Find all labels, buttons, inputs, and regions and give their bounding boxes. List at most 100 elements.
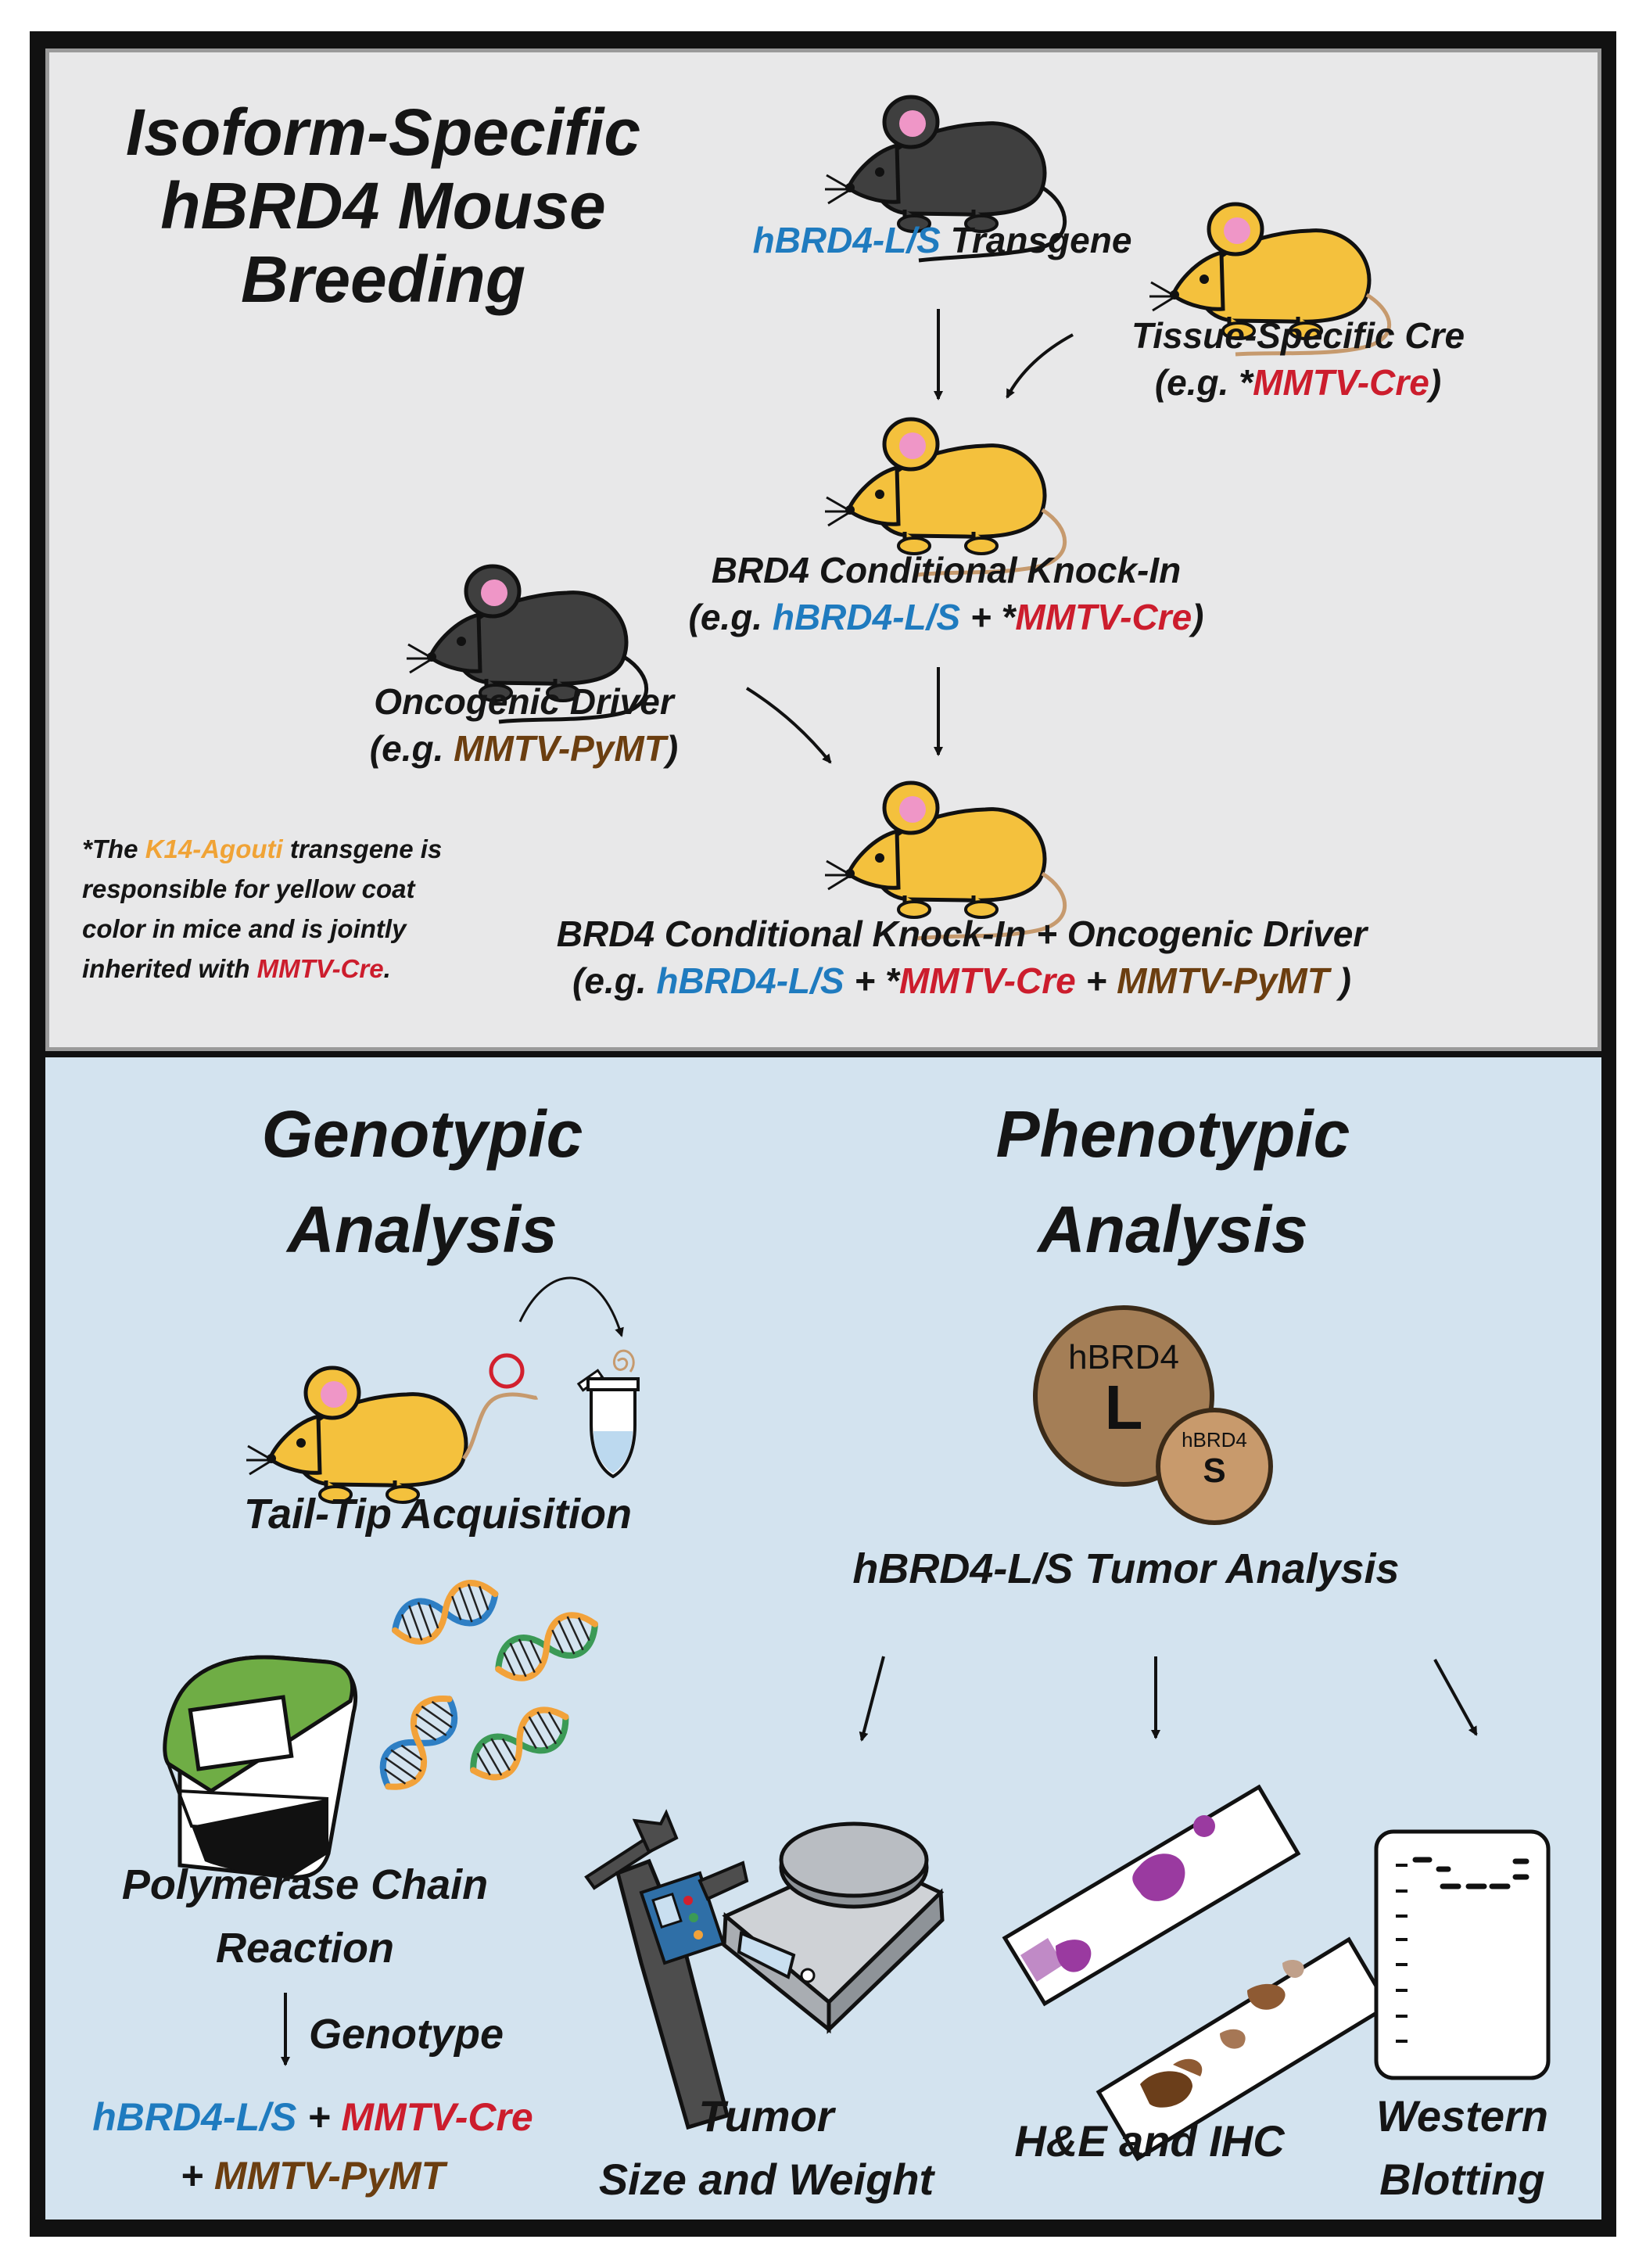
ihc-slide-icon <box>1096 1936 1391 2162</box>
yellow-mouse-cre <box>1149 204 1392 357</box>
footnote-p1: *The <box>82 834 145 863</box>
footnote-cre: MMTV-Cre <box>256 954 384 984</box>
footnote-line2: responsible for yellow coat <box>82 874 415 904</box>
footnote-line4: inherited with MMTV-Cre. <box>82 949 520 989</box>
knockin-line1: BRD4 Conditional Knock-In <box>711 550 1182 590</box>
footnote-line1: *The K14-Agouti transgene is <box>82 829 520 869</box>
knockin-transgene: hBRD4-L/S <box>772 596 961 637</box>
driver-line1: Oncogenic Driver <box>374 681 674 722</box>
result-transgene: hBRD4-L/S <box>92 2095 297 2139</box>
western-line: Blotting <box>1379 2155 1545 2205</box>
genotypic-title-line: Analysis <box>287 1192 558 1266</box>
yellow-mouse-knockin <box>825 419 1067 577</box>
transgene-name: hBRD4-L/S <box>752 220 941 260</box>
microcentrifuge-tube <box>576 1349 640 1479</box>
isoform-l-small: hBRD4 <box>1068 1338 1179 1376</box>
cre-name: MMTV-Cre <box>1253 361 1429 403</box>
knockin-close: ) <box>1192 596 1204 637</box>
knockin-label: BRD4 Conditional Knock-In (e.g. hBRD4-L/… <box>610 547 1282 641</box>
final-line2: (e.g. hBRD4-L/S + *MMTV-Cre + MMTV-PyMT … <box>508 958 1415 1005</box>
yellow-mouse-final <box>825 783 1067 941</box>
breeding-arrows <box>745 309 1074 764</box>
knockin-open: (e.g. <box>688 596 773 637</box>
knockin-cre: MMTV-Cre <box>1015 596 1192 637</box>
pcr-label: Polymerase Chain Reaction <box>63 1854 547 1980</box>
agouti-footnote: *The K14-Agouti transgene is responsible… <box>82 829 520 989</box>
final-line1: BRD4 Conditional Knock-In + Oncogenic Dr… <box>556 913 1368 954</box>
footnote-p4: inherited with <box>82 954 257 984</box>
phenotypic-title: Phenotypic Analysis <box>891 1087 1454 1278</box>
black-mouse-driver <box>407 566 649 724</box>
driver-label: Oncogenic Driver (e.g. MMTV-PyMT) <box>313 679 735 773</box>
western-line: Western <box>1376 2091 1548 2141</box>
footnote-agouti: K14-Agouti <box>145 834 283 863</box>
cre-line2: (e.g. *MMTV-Cre) <box>1056 360 1540 407</box>
footnote-p2: transgene is <box>282 834 443 863</box>
pcr-line: Polymerase Chain <box>121 1861 489 1908</box>
driver-open: (e.g. <box>369 727 454 769</box>
western-blot-icon <box>1374 1829 1551 2080</box>
footnote-line3: color in mice and is jointly <box>82 914 407 944</box>
cre-open: (e.g. * <box>1154 361 1253 403</box>
tumor-analysis-arrows <box>859 1656 1478 1742</box>
phenotypic-title-line: Phenotypic <box>995 1097 1350 1171</box>
black-mouse-transgene <box>825 97 1067 263</box>
footnote-end: . <box>383 954 391 984</box>
pcr-thermocycler <box>163 1655 358 1879</box>
final-plus2: + <box>1075 960 1117 1001</box>
breeding-title-line: Isoform-Specific <box>125 95 641 169</box>
he-slide-icon <box>1002 1784 1301 2007</box>
transgene-rest: Transgene <box>940 220 1132 260</box>
final-transgene: hBRD4-L/S <box>656 960 845 1001</box>
genotype-result: hBRD4-L/S + MMTV-Cre + MMTV-PyMT <box>55 2088 571 2205</box>
final-cross-label: BRD4 Conditional Knock-In + Oncogenic Dr… <box>508 911 1415 1005</box>
breeding-panel <box>45 48 1601 1051</box>
dna-cluster <box>371 1575 603 1798</box>
final-open: (e.g. <box>572 960 657 1001</box>
tumor-size-line: Tumor <box>698 2091 834 2141</box>
genotype-label: Genotype <box>309 2011 504 2058</box>
isoform-circles <box>1033 1305 1273 1525</box>
pcr-line: Reaction <box>215 1925 395 1972</box>
caliper-icon <box>584 1809 749 2130</box>
genotype-result-line1: hBRD4-L/S + MMTV-Cre <box>55 2088 571 2147</box>
yellow-mouse-tail-tip <box>246 1368 539 1502</box>
isoform-s-letter: S <box>1203 1452 1226 1491</box>
result-cre: MMTV-Cre <box>341 2095 533 2139</box>
driver-line2: (e.g. MMTV-PyMT) <box>313 726 735 773</box>
transgene-label: hBRD4-L/S Transgene <box>688 219 1196 261</box>
isoform-l-label: hBRD4 L <box>1035 1338 1212 1443</box>
tumor-size-line: Size and Weight <box>598 2155 934 2205</box>
breeding-title: Isoform-Specific hBRD4 Mouse Breeding <box>70 95 696 316</box>
he-ihc-label: H&E and IHC <box>1014 2116 1285 2166</box>
driver-name: MMTV-PyMT <box>454 727 666 769</box>
phenotypic-title-line: Analysis <box>1038 1192 1308 1266</box>
tail-tip-label: Tail-Tip Acquisition <box>244 1491 632 1538</box>
isoform-l-letter: L <box>1104 1373 1143 1443</box>
isoform-s-small: hBRD4 <box>1182 1428 1247 1452</box>
western-label: Western Blotting <box>1325 2084 1599 2211</box>
result-plus2: + <box>180 2154 214 2198</box>
final-close: ) <box>1329 960 1351 1001</box>
genotypic-title-line: Genotypic <box>261 1097 583 1171</box>
genotypic-title: Genotypic Analysis <box>149 1087 696 1278</box>
final-plus1: + * <box>844 960 899 1001</box>
tumor-analysis-label: hBRD4-L/S Tumor Analysis <box>852 1545 1400 1592</box>
tail-tip-transfer-arrow <box>518 1276 624 1337</box>
final-driver: MMTV-PyMT <box>1117 960 1329 1001</box>
tumor-size-label: Tumor Size and Weight <box>563 2084 970 2211</box>
scale-icon <box>722 1821 945 2034</box>
breeding-title-line: Breeding <box>240 242 526 317</box>
breeding-title-line: hBRD4 Mouse <box>160 169 606 243</box>
final-cre: MMTV-Cre <box>898 960 1076 1001</box>
knockin-plus: + * <box>960 596 1016 637</box>
result-plus1: + <box>296 2095 342 2139</box>
result-driver: MMTV-PyMT <box>213 2154 446 2198</box>
knockin-line2: (e.g. hBRD4-L/S + *MMTV-Cre) <box>610 594 1282 641</box>
tail-tip-marker <box>489 1353 525 1389</box>
genotype-result-line2: + MMTV-PyMT <box>55 2147 571 2205</box>
cre-label: Tissue-Specific Cre (e.g. *MMTV-Cre) <box>1056 313 1540 407</box>
cre-close: ) <box>1429 361 1442 403</box>
cre-line1: Tissue-Specific Cre <box>1131 315 1465 356</box>
driver-close: ) <box>665 727 679 769</box>
